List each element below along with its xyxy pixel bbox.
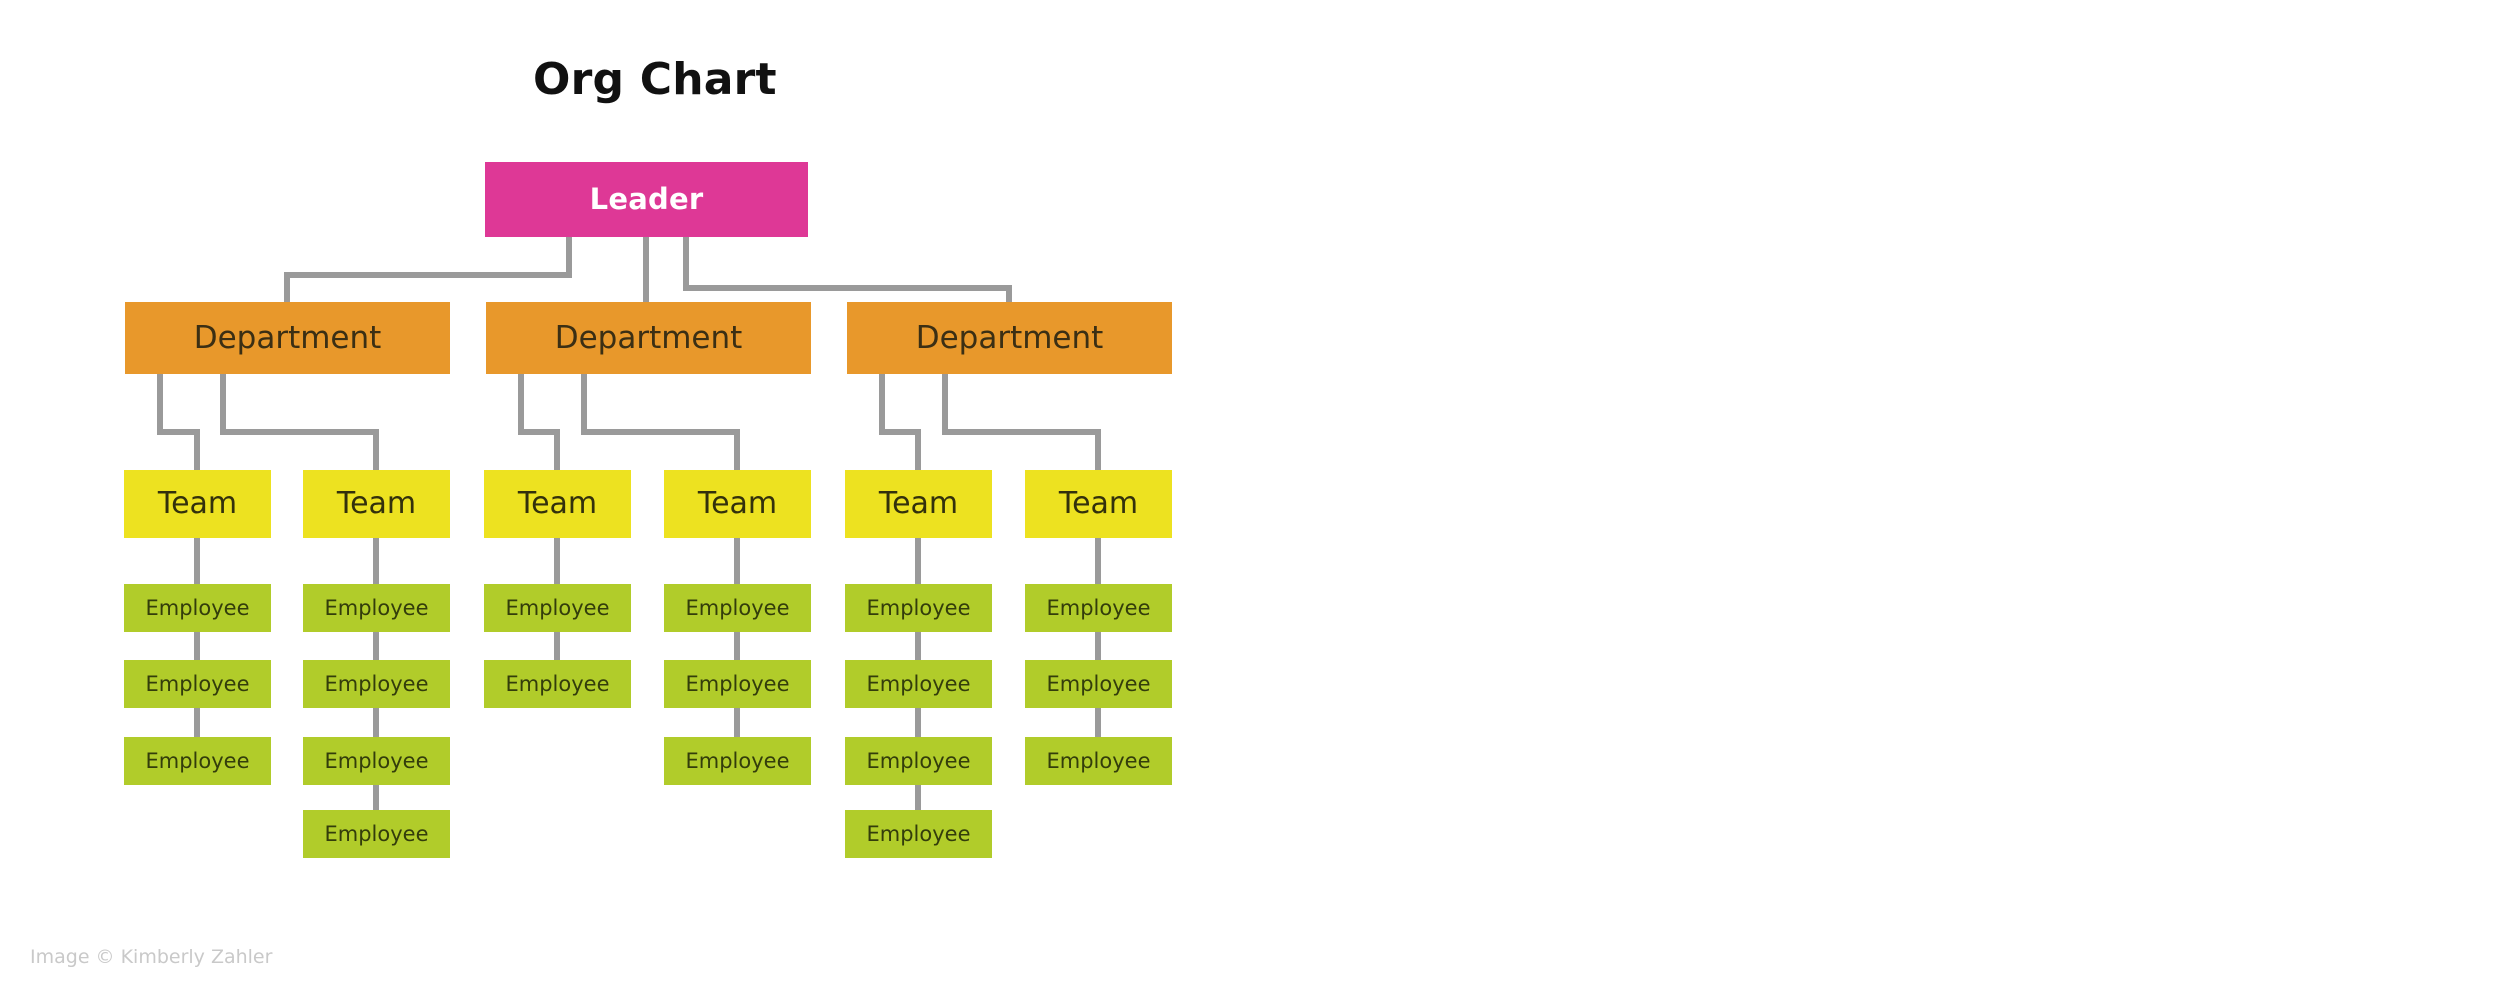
employee-node-label: Employee <box>324 595 429 620</box>
department-node-label: Department <box>554 319 743 356</box>
employee-node-label: Employee <box>324 821 429 846</box>
team-node-label: Team <box>157 486 238 521</box>
team-node-label: Team <box>1058 486 1139 521</box>
department-to-team-connector <box>879 374 921 470</box>
employee-node[interactable]: Employee <box>484 660 631 708</box>
team-node[interactable]: Team <box>303 470 450 538</box>
employee-node[interactable]: Employee <box>303 810 450 858</box>
team-node-label: Team <box>336 486 417 521</box>
employee-node[interactable]: Employee <box>1025 584 1172 632</box>
employee-node-label: Employee <box>1046 595 1151 620</box>
employee-node-label: Employee <box>866 595 971 620</box>
team-node[interactable]: Team <box>124 470 271 538</box>
leader-to-department-connector <box>284 237 572 302</box>
department-to-team-connector <box>518 374 560 470</box>
leader-node[interactable]: Leader <box>485 162 808 237</box>
employee-node[interactable]: Employee <box>845 737 992 785</box>
employee-node-label: Employee <box>866 671 971 696</box>
leader-to-department-connector <box>683 237 1012 302</box>
department-to-team-connector <box>581 374 740 470</box>
employee-node[interactable]: Employee <box>664 584 811 632</box>
employee-node-label: Employee <box>1046 671 1151 696</box>
employee-node[interactable]: Employee <box>484 584 631 632</box>
employee-node[interactable]: Employee <box>303 660 450 708</box>
image-credit: Image © Kimberly Zahler <box>30 946 273 968</box>
employee-node-label: Employee <box>685 595 790 620</box>
employee-node-label: Employee <box>866 748 971 773</box>
team-node[interactable]: Team <box>845 470 992 538</box>
leader-node-label: Leader <box>589 182 704 216</box>
employee-node[interactable]: Employee <box>845 660 992 708</box>
department-to-team-connector <box>220 374 379 470</box>
employee-node[interactable]: Employee <box>124 660 271 708</box>
employee-node-label: Employee <box>505 671 610 696</box>
team-node[interactable]: Team <box>484 470 631 538</box>
team-node-label: Team <box>517 486 598 521</box>
employee-node[interactable]: Employee <box>845 810 992 858</box>
department-to-team-connector <box>157 374 200 470</box>
employee-node-label: Employee <box>685 671 790 696</box>
employee-node-label: Employee <box>685 748 790 773</box>
employee-node[interactable]: Employee <box>1025 737 1172 785</box>
employee-node[interactable]: Employee <box>303 737 450 785</box>
employee-node[interactable]: Employee <box>845 584 992 632</box>
employee-node-label: Employee <box>324 671 429 696</box>
employee-node[interactable]: Employee <box>124 584 271 632</box>
department-to-team-connector <box>942 374 1101 470</box>
team-node[interactable]: Team <box>1025 470 1172 538</box>
department-node[interactable]: Department <box>125 302 450 374</box>
employee-node[interactable]: Employee <box>1025 660 1172 708</box>
employee-node[interactable]: Employee <box>124 737 271 785</box>
employee-node-label: Employee <box>324 748 429 773</box>
employee-node-label: Employee <box>145 671 250 696</box>
team-node-label: Team <box>878 486 959 521</box>
department-node-label: Department <box>193 319 382 356</box>
page-title: Org Chart <box>533 54 777 105</box>
department-node[interactable]: Department <box>486 302 811 374</box>
department-node[interactable]: Department <box>847 302 1172 374</box>
employee-node-label: Employee <box>145 748 250 773</box>
employee-node-label: Employee <box>1046 748 1151 773</box>
department-node-label: Department <box>915 319 1104 356</box>
employee-node[interactable]: Employee <box>664 660 811 708</box>
employee-node[interactable]: Employee <box>303 584 450 632</box>
employee-node-label: Employee <box>505 595 610 620</box>
team-node[interactable]: Team <box>664 470 811 538</box>
employee-node-label: Employee <box>866 821 971 846</box>
employee-node[interactable]: Employee <box>664 737 811 785</box>
team-node-label: Team <box>697 486 778 521</box>
employee-node-label: Employee <box>145 595 250 620</box>
